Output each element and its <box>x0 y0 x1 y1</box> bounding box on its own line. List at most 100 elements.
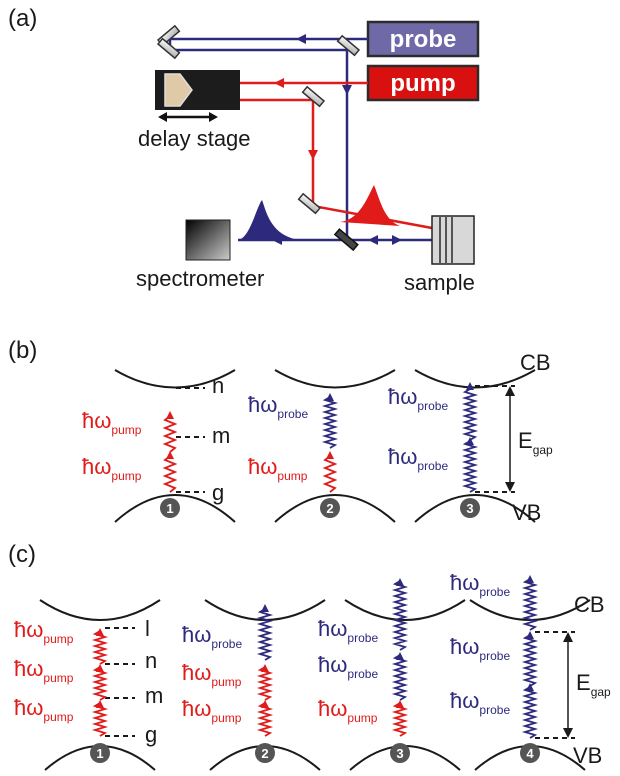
hw-sub: pump <box>111 423 141 437</box>
panel-label-c: (c) <box>8 541 36 568</box>
hw-pump-c3: ħωpump <box>318 696 378 725</box>
step-number-b3: 3 <box>466 501 473 516</box>
hw-symbol: ħω <box>182 696 211 721</box>
delay-stage-label: delay stage <box>138 126 251 151</box>
hw-probe-b3-upper: ħωprobe <box>388 384 448 413</box>
hw-sub: pump <box>277 469 307 483</box>
step-circle-b1 <box>160 498 180 518</box>
hw-pump-b2: ħωpump <box>248 454 308 483</box>
hw-symbol: ħω <box>450 634 479 659</box>
hw-sub: pump <box>347 711 377 725</box>
hw-sub: pump <box>43 671 73 685</box>
step-number-b2: 2 <box>326 501 333 516</box>
hw-sub: probe <box>479 585 510 599</box>
panel-label-a: (a) <box>8 5 37 32</box>
hw-sub: probe <box>479 703 510 717</box>
delay-stage <box>155 70 240 122</box>
step-number-b1: 1 <box>166 501 173 516</box>
hw-pump-c2-upper: ħωpump <box>182 660 242 689</box>
hw-sub: probe <box>347 667 378 681</box>
level-g-c: g <box>145 722 157 747</box>
hw-probe-b3-lower: ħωprobe <box>388 444 448 473</box>
egap-label-c: Egap <box>576 670 611 699</box>
hw-symbol: ħω <box>450 688 479 713</box>
spectrometer-icon <box>185 219 231 261</box>
level-g-b: g <box>212 480 224 505</box>
level-m-b: m <box>212 423 230 448</box>
hw-symbol: ħω <box>14 617 43 642</box>
hw-symbol: ħω <box>248 392 277 417</box>
hw-symbol: ħω <box>14 695 43 720</box>
level-n-b: n <box>212 373 224 398</box>
hw-symbol: ħω <box>318 652 347 677</box>
vb-label-c: VB <box>573 743 602 768</box>
panel-c-diagram-4 <box>521 575 575 739</box>
hw-pump-c1-mid: ħωpump <box>14 656 74 685</box>
step-circle-c1 <box>90 743 110 763</box>
step-number-c2: 2 <box>261 746 268 761</box>
hw-symbol: ħω <box>182 622 211 647</box>
hw-sub: pump <box>211 711 241 725</box>
panel-b-diagram-3 <box>461 382 515 493</box>
panel-b-bands <box>114 369 536 523</box>
mirror-probe <box>336 34 361 57</box>
panel-label-b: (b) <box>8 337 37 364</box>
pump-label: pump <box>390 70 455 97</box>
egap-main: E <box>576 670 591 695</box>
egap-main: E <box>518 428 533 453</box>
egap-sub: gap <box>533 443 553 457</box>
step-circle-b2 <box>320 498 340 518</box>
level-n-c: n <box>145 648 157 673</box>
spectrometer-label: spectrometer <box>136 266 264 291</box>
cb-label-c: CB <box>574 592 605 617</box>
hw-sub: probe <box>211 637 242 651</box>
egap-sub: gap <box>591 685 611 699</box>
step-circle-b3 <box>460 498 480 518</box>
mirror-pump <box>301 85 326 108</box>
hw-symbol: ħω <box>318 696 347 721</box>
hw-sub: pump <box>211 675 241 689</box>
egap-label-b: Egap <box>518 428 553 457</box>
hw-probe-c4-top: ħωprobe <box>450 570 510 599</box>
hw-pump-c2-lower: ħωpump <box>182 696 242 725</box>
hw-symbol: ħω <box>388 444 417 469</box>
step-circle-c4 <box>520 743 540 763</box>
hw-symbol: ħω <box>82 408 111 433</box>
panel-b-diagram-2 <box>321 393 339 493</box>
hw-probe-c4-mid: ħωprobe <box>450 634 510 663</box>
panel-c-diagram-2 <box>256 604 274 737</box>
mirror-pump-lower <box>297 192 322 215</box>
panel-c-diagram-1 <box>91 627 135 737</box>
level-m-c: m <box>145 683 163 708</box>
hw-symbol: ħω <box>182 660 211 685</box>
pump-box: pump <box>366 64 480 102</box>
hw-sub: pump <box>111 469 141 483</box>
hw-pump-b1-upper: ħωpump <box>82 408 142 437</box>
hw-pump-c1-bottom: ħωpump <box>14 695 74 724</box>
step-number-c3: 3 <box>396 746 403 761</box>
hw-probe-c3-lower: ħωprobe <box>318 652 378 681</box>
hw-sub: pump <box>43 632 73 646</box>
hw-symbol: ħω <box>318 616 347 641</box>
hw-symbol: ħω <box>450 570 479 595</box>
hw-sub: probe <box>417 459 448 473</box>
probe-pulse <box>238 200 300 240</box>
step-circle-c2 <box>255 743 275 763</box>
hw-probe-c2: ħωprobe <box>182 622 242 651</box>
hw-probe-b2: ħωprobe <box>248 392 308 421</box>
panel-c-bands <box>39 599 591 771</box>
step-circle-c3 <box>390 743 410 763</box>
hw-symbol: ħω <box>14 656 43 681</box>
hw-probe-c4-bottom: ħωprobe <box>450 688 510 717</box>
panel-b-diagram-1 <box>162 387 205 493</box>
pump-pulse <box>340 185 400 226</box>
hw-pump-c1-top: ħωpump <box>14 617 74 646</box>
beam-splitter <box>333 228 359 252</box>
panel-c-diagram-3 <box>391 578 409 737</box>
hw-symbol: ħω <box>388 384 417 409</box>
vb-label-b: VB <box>512 500 541 525</box>
hw-symbol: ħω <box>82 454 111 479</box>
probe-label: probe <box>390 26 457 53</box>
level-l-c: l <box>145 616 150 641</box>
